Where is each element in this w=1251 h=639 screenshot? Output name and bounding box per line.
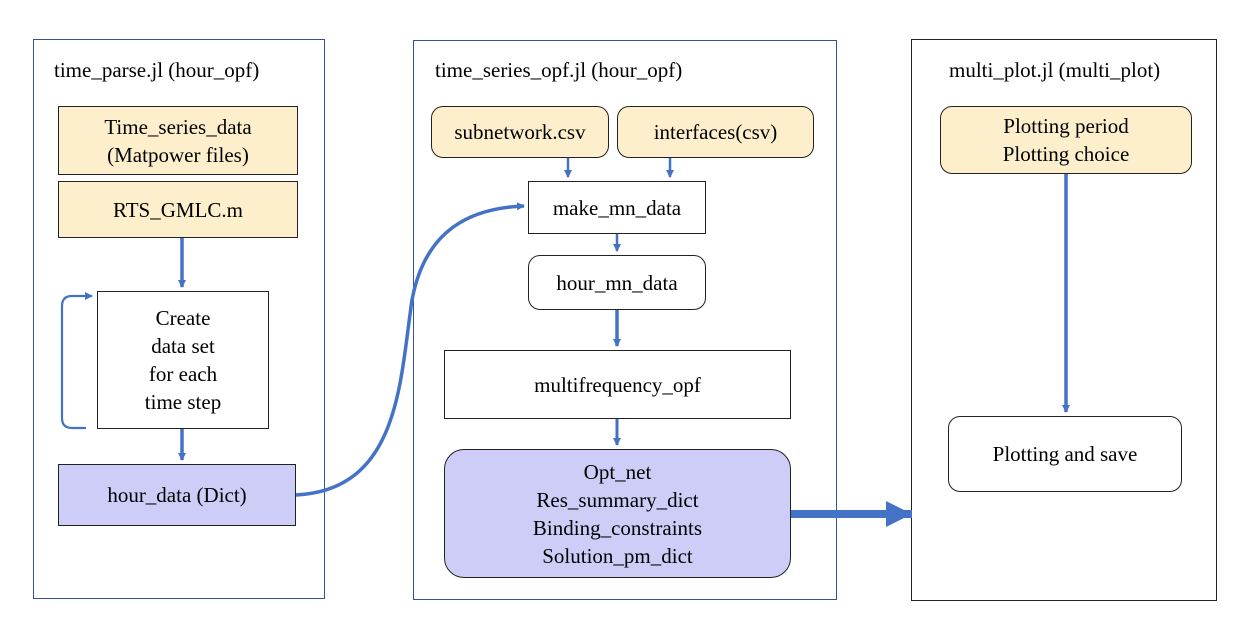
subnetwork-csv-label: subnetwork.csv [454,120,586,144]
interfaces-csv-box: interfaces(csv) [617,106,814,158]
multifrequency-opf-box: multifrequency_opf [444,350,791,419]
plot-options-line-2: Plotting choice [1002,142,1130,166]
create-dataset-line-3: for each [148,362,218,386]
rts-gmlc-label: RTS_GMLC.m [112,197,243,222]
time-parse-panel-title: time_parse.jl (hour_opf) [54,58,260,82]
loop-arrow-icon [60,292,93,430]
hour-data-label: hour_data (Dict) [107,483,247,507]
arrow-hour-data-to-make-mn-data [295,202,525,497]
multi-plot-panel-title: multi_plot.jl (multi_plot) [949,58,1161,82]
time-series-data-line-2: (Matpower files) [107,142,249,167]
results-line-2: Res_summary_dict [536,487,699,512]
results-line-1: Opt_net [583,459,652,484]
create-dataset-line-2: data set [151,334,215,358]
hour-mn-data-box: hour_mn_data [528,255,706,310]
interfaces-csv-label: interfaces(csv) [653,120,778,144]
hour-data-box: hour_data (Dict) [58,464,296,526]
plot-options-box: Plotting period Plotting choice [940,106,1192,174]
hour-mn-data-label: hour_mn_data [556,270,678,295]
subnetwork-csv-box: subnetwork.csv [431,106,609,158]
time-series-opf-panel-title: time_series_opf.jl (hour_opf) [435,58,683,82]
time-series-data-box: Time_series_data (Matpower files) [58,106,298,175]
create-dataset-box: Create data set for each time step [97,291,269,429]
plot-options-line-1: Plotting period [1003,114,1129,138]
time-series-data-line-1: Time_series_data [104,114,252,139]
results-line-4: Solution_pm_dict [542,543,693,568]
make-mn-data-box: make_mn_data [528,181,706,234]
results-box: Opt_net Res_summary_dict Binding_constra… [444,449,791,578]
multifrequency-opf-label: multifrequency_opf [534,372,701,397]
results-line-3: Binding_constraints [532,515,703,540]
make-mn-data-label: make_mn_data [552,195,682,220]
rts-gmlc-box: RTS_GMLC.m [58,181,298,238]
create-dataset-line-1: Create [155,306,211,330]
plotting-and-save-label: Plotting and save [992,442,1138,466]
create-dataset-line-4: time step [144,390,222,414]
plotting-and-save-box: Plotting and save [948,416,1182,492]
